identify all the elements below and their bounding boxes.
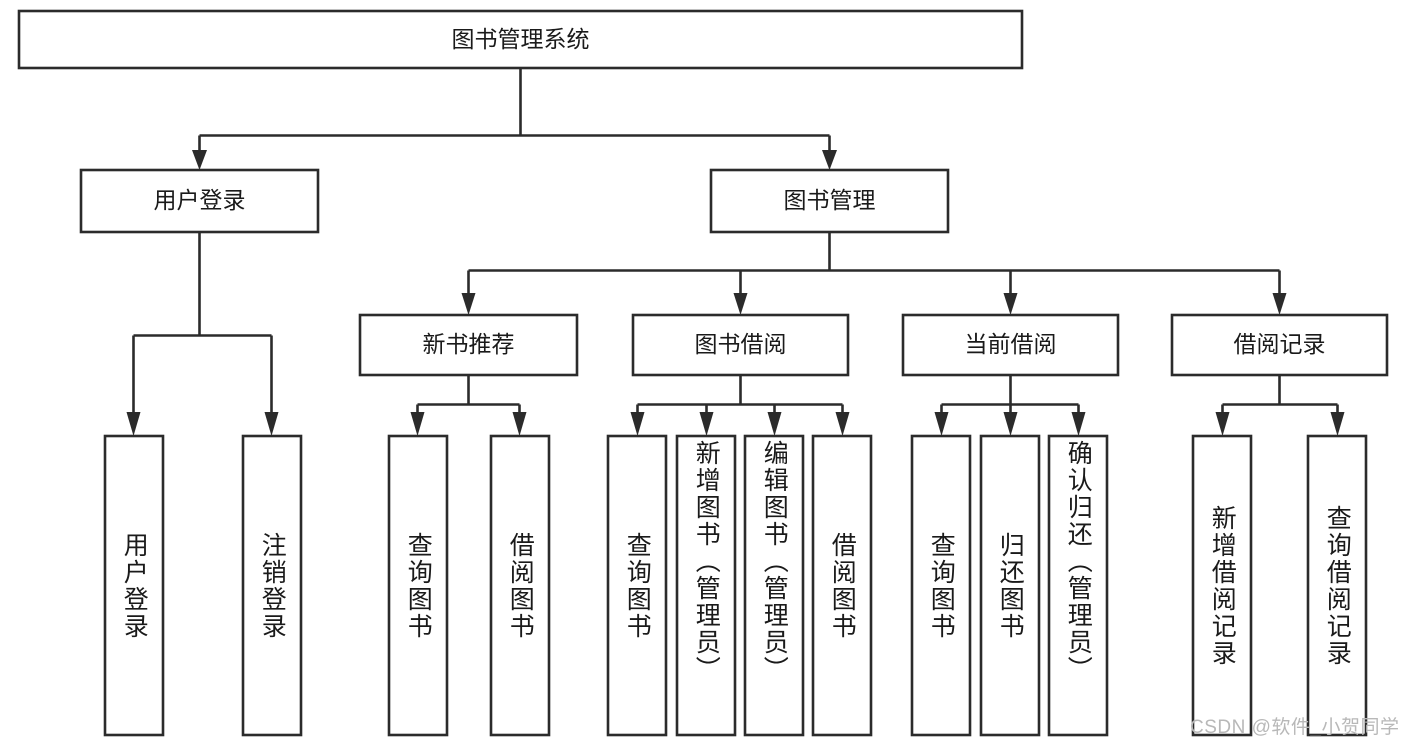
node-book-manage-label: 图书管理 (784, 187, 876, 213)
arrow-head-leaf-book-borrow-1 (630, 412, 645, 436)
arrow-head-leaf-current-borrow-1 (934, 412, 949, 436)
connector-group-book-manage (461, 232, 1287, 315)
arrow-head-leaf-user-login-1 (126, 412, 141, 436)
connector-group-book-borrow (630, 375, 850, 436)
arrow-head-current-borrow (1003, 293, 1018, 315)
arrow-head-leaf-book-borrow-4 (835, 412, 850, 436)
arrow-head-leaf-new-book-2 (512, 412, 527, 436)
leaf-box-new-book-1[interactable] (387, 434, 449, 737)
arrow-head-borrow-record (1272, 293, 1287, 315)
arrow-head-leaf-borrow-record-2 (1330, 412, 1345, 436)
node-new-book-recommend-box[interactable] (358, 313, 579, 377)
node-current-borrow[interactable]: 当前借阅 (901, 313, 1120, 377)
leaf-box-user-login-2[interactable] (241, 434, 303, 737)
node-borrow-record-box[interactable] (1170, 313, 1389, 377)
node-new-book-recommend-label: 新书推荐 (423, 331, 515, 357)
leaf-box-current-borrow-1[interactable] (910, 434, 972, 737)
node-root-label: 图书管理系统 (452, 26, 590, 52)
arrow-head-leaf-book-borrow-3 (767, 412, 782, 436)
node-user-login[interactable]: 用户登录 (79, 168, 320, 234)
node-current-borrow-label: 当前借阅 (965, 331, 1057, 357)
leaf-box-user-login-1[interactable] (103, 434, 165, 737)
connector-group-new-book (410, 375, 527, 436)
leaf-box-book-borrow-2[interactable] (675, 434, 737, 737)
leaf-box-book-borrow-1[interactable] (606, 434, 668, 737)
arrow-head-leaf-new-book-1 (410, 412, 425, 436)
arrow-head-book-borrow (733, 293, 748, 315)
node-user-login-box[interactable] (79, 168, 320, 234)
connector-group-current-borrow (934, 375, 1086, 436)
node-book-borrow-box[interactable] (631, 313, 850, 377)
node-root[interactable]: 图书管理系统 (17, 9, 1024, 70)
arrow-head-leaf-user-login-2 (264, 412, 279, 436)
arrow-head-leaf-borrow-record-1 (1215, 412, 1230, 436)
node-user-login-label: 用户登录 (154, 187, 246, 213)
node-current-borrow-box[interactable] (901, 313, 1120, 377)
connector-group-user-login (126, 232, 279, 436)
node-book-manage-box[interactable] (709, 168, 950, 234)
leaf-box-current-borrow-3[interactable] (1047, 434, 1109, 737)
node-book-borrow[interactable]: 图书借阅 (631, 313, 850, 377)
arrow-head-leaf-book-borrow-2 (699, 412, 714, 436)
node-book-manage[interactable]: 图书管理 (709, 168, 950, 234)
leaf-box-borrow-record-2[interactable] (1306, 434, 1368, 737)
node-borrow-record[interactable]: 借阅记录 (1170, 313, 1389, 377)
node-book-borrow-label: 图书借阅 (695, 331, 787, 357)
leaf-box-book-borrow-3[interactable] (743, 434, 805, 737)
arrow-head-user-login (192, 150, 207, 170)
leaf-box-current-borrow-2[interactable] (979, 434, 1041, 737)
arrow-head-book-manage (822, 150, 837, 170)
arrow-head-leaf-current-borrow-3 (1071, 412, 1086, 436)
node-borrow-record-label: 借阅记录 (1234, 331, 1326, 357)
leaf-box-book-borrow-4[interactable] (811, 434, 873, 737)
arrow-head-new-book (461, 293, 476, 315)
node-root-box[interactable] (17, 9, 1024, 70)
node-new-book-recommend[interactable]: 新书推荐 (358, 313, 579, 377)
csdn-watermark: CSDN @软件_小贺同学 (1190, 717, 1400, 738)
leaf-box-borrow-record-1[interactable] (1191, 434, 1253, 737)
connector-group-root (192, 68, 837, 170)
arrow-head-leaf-current-borrow-2 (1003, 412, 1018, 436)
connector-group-borrow-record (1215, 375, 1345, 436)
leaf-box-new-book-2[interactable] (489, 434, 551, 737)
